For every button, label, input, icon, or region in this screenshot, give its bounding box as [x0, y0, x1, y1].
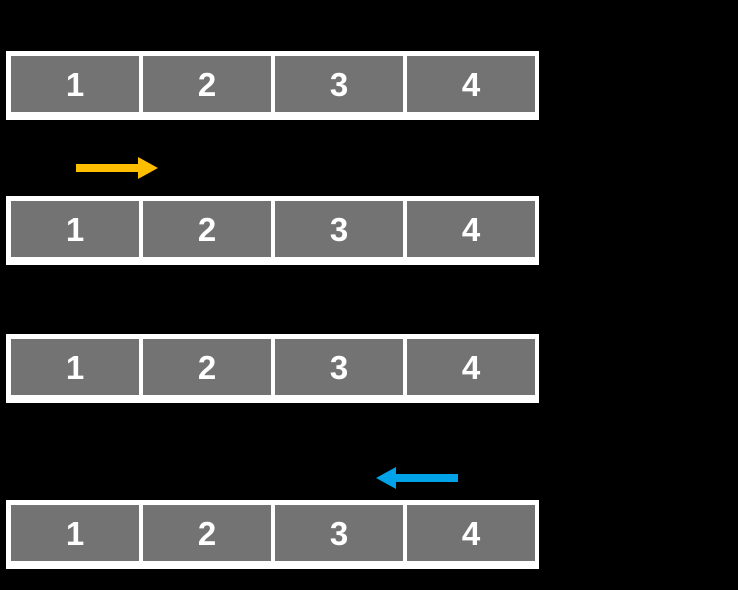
- array-cell-label: 2: [197, 65, 217, 103]
- array-row: 1 2 3 4: [6, 500, 539, 569]
- array-cell-label: 4: [461, 514, 481, 552]
- array-row: 1 2 3 4: [6, 334, 539, 403]
- array-cell-label: 1: [65, 210, 85, 248]
- array-cell-label: 2: [197, 210, 217, 248]
- array-cell[interactable]: 3: [275, 339, 403, 395]
- array-cell-label: 4: [461, 65, 481, 103]
- array-cell-label: 2: [197, 348, 217, 386]
- array-cell[interactable]: 2: [143, 339, 271, 395]
- array-cell-label: 2: [197, 514, 217, 552]
- array-cell[interactable]: 4: [407, 201, 535, 257]
- array-cell-label: 1: [65, 65, 85, 103]
- array-cell[interactable]: 1: [11, 56, 139, 112]
- array-cell[interactable]: 1: [11, 505, 139, 561]
- array-cell[interactable]: 4: [407, 339, 535, 395]
- array-cell[interactable]: 2: [143, 201, 271, 257]
- arrow-right-icon: [76, 157, 158, 179]
- array-cell[interactable]: 2: [143, 505, 271, 561]
- array-cell-label: 4: [461, 348, 481, 386]
- array-cell-label: 3: [329, 514, 349, 552]
- array-cell-label: 3: [329, 348, 349, 386]
- array-cell[interactable]: 3: [275, 505, 403, 561]
- array-cell-label: 3: [329, 65, 349, 103]
- array-cell-label: 1: [65, 348, 85, 386]
- array-cell[interactable]: 2: [143, 56, 271, 112]
- array-cell[interactable]: 3: [275, 56, 403, 112]
- arrow-left-icon: [376, 467, 458, 489]
- array-cell[interactable]: 1: [11, 201, 139, 257]
- array-cell[interactable]: 1: [11, 339, 139, 395]
- array-cell[interactable]: 4: [407, 505, 535, 561]
- array-cell[interactable]: 4: [407, 56, 535, 112]
- array-row: 1 2 3 4: [6, 51, 539, 120]
- array-cell-label: 1: [65, 514, 85, 552]
- array-cell[interactable]: 3: [275, 201, 403, 257]
- array-row: 1 2 3 4: [6, 196, 539, 265]
- array-cell-label: 3: [329, 210, 349, 248]
- array-cell-label: 4: [461, 210, 481, 248]
